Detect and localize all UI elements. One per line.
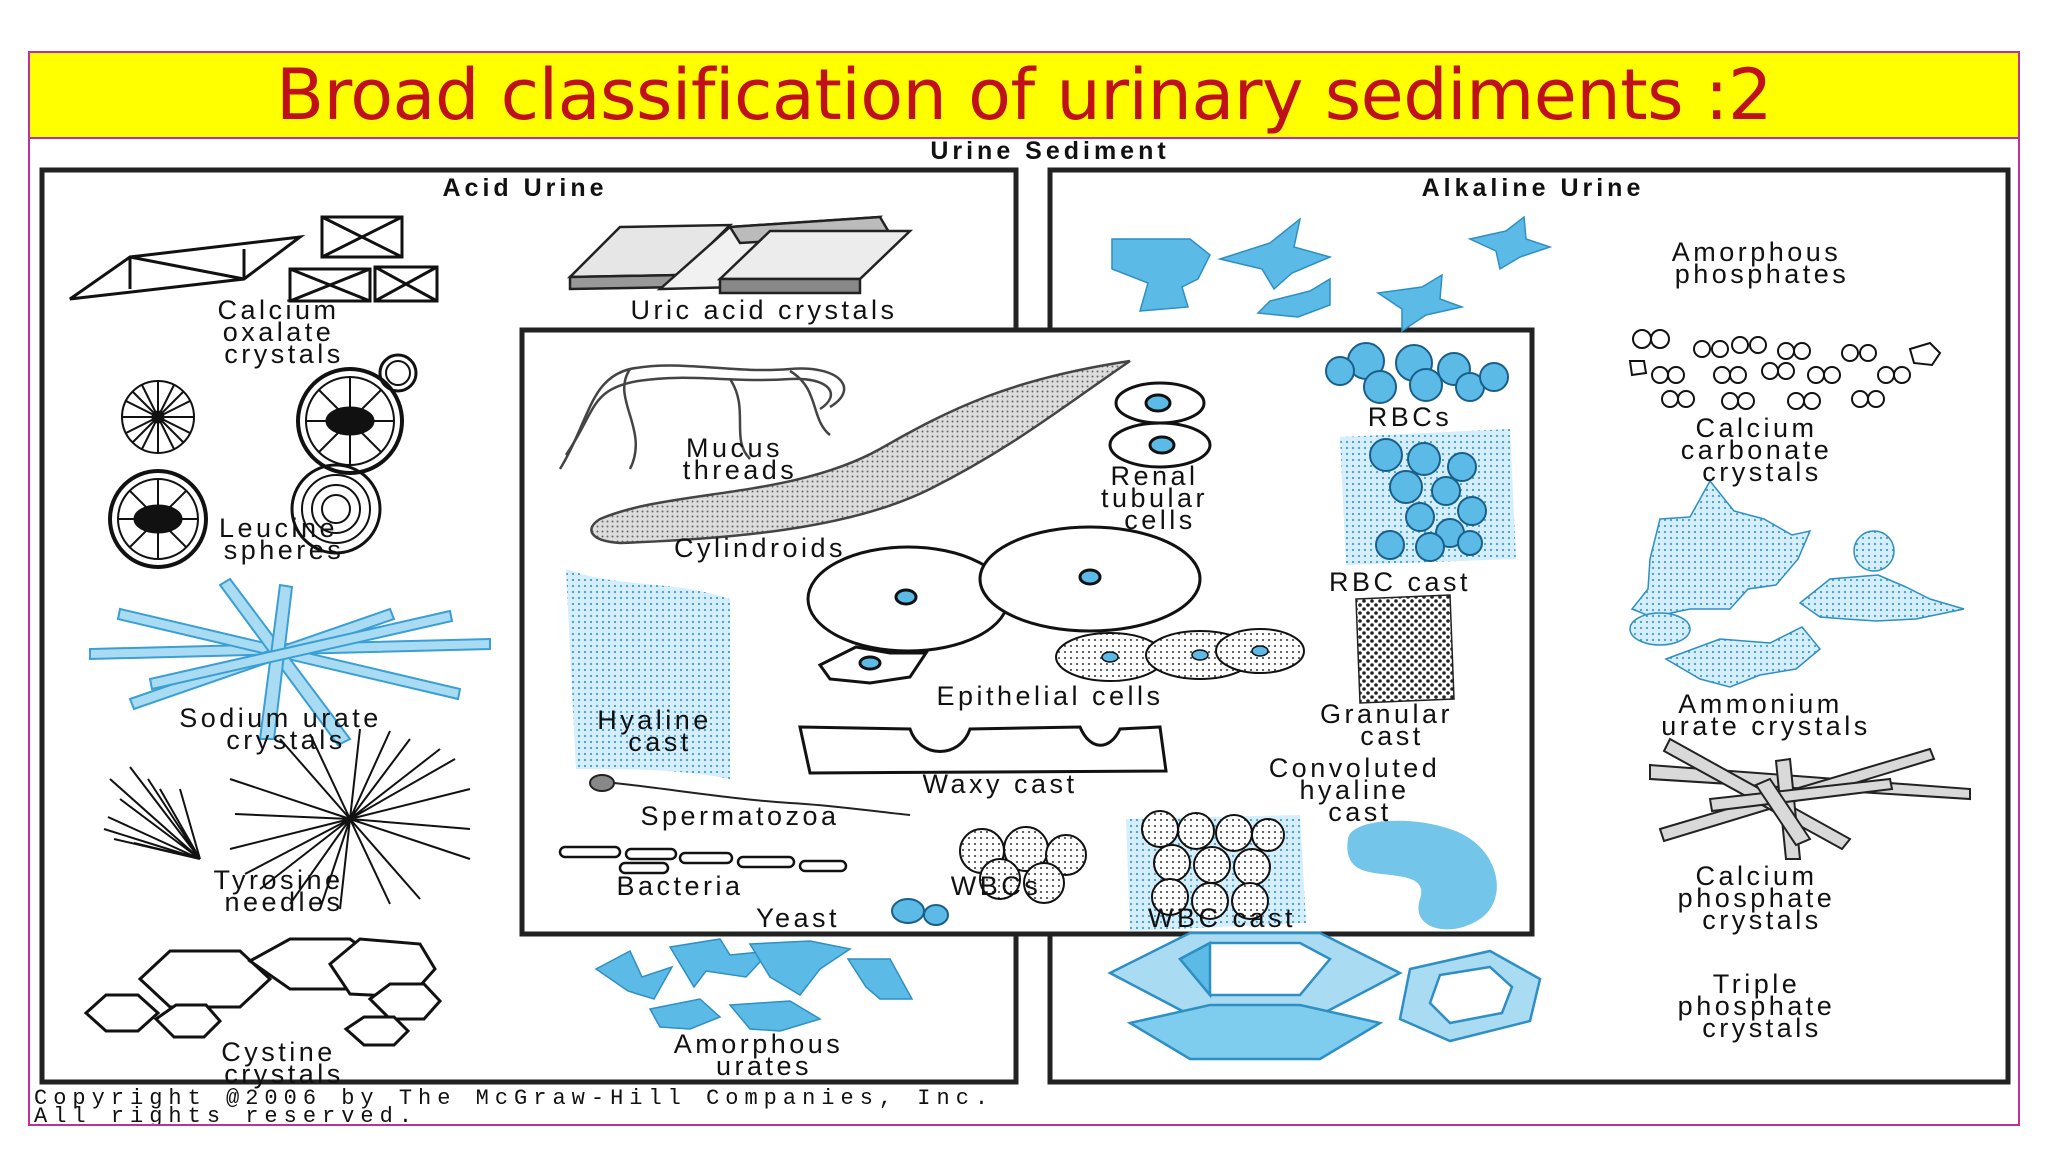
tyrosine-icon: [103, 728, 471, 910]
amorphous-urates-icon: [594, 938, 914, 1032]
bacteria-icon: [558, 845, 848, 875]
cystine-icon: [83, 937, 443, 1047]
yeast-icon: [891, 898, 949, 926]
granular-cast-icon: [1355, 594, 1455, 704]
calcium-carbonate-label: Calcium carbonate crystals: [1681, 413, 1844, 487]
spermatozoa-icon: [589, 774, 911, 816]
amorphous-phosphates-icon: [1111, 215, 1553, 333]
epithelial-cells-label: Epithelial cells: [936, 681, 1163, 711]
wbc-cast-icon: [1126, 810, 1306, 931]
granular-cast-label: Granular cast: [1320, 699, 1464, 751]
sodium-urate-icon: [89, 577, 491, 747]
calcium-phosphate-icon: [1649, 737, 1971, 860]
triple-phosphate-icon: [1107, 931, 1542, 1061]
slide-frame: [28, 51, 2020, 1126]
rbc-cast-label: RBC cast: [1329, 567, 1471, 597]
renal-tubular-icon: [1108, 381, 1212, 469]
uric-acid-label: Uric acid crystals: [630, 295, 897, 325]
tyrosine-label: Tyrosine needles: [213, 865, 354, 917]
epithelial-cells-icon: [806, 525, 1305, 685]
renal-tubular-label: Renal tubular cells: [1101, 461, 1219, 535]
cystine-label: Cystine crystals: [221, 1037, 347, 1089]
bacteria-label: Bacteria: [616, 871, 743, 901]
convoluted-hyaline-cast-icon: [1347, 820, 1497, 930]
calcium-phosphate-label: Calcium phosphate crystals: [1678, 861, 1847, 935]
cylindroids-icon: [590, 359, 1131, 545]
diagram-heading: Urine Sediment: [930, 139, 1169, 165]
hyaline-cast-label: Hyaline cast: [597, 705, 723, 757]
sodium-urate-label: Sodium urate crystals: [179, 703, 393, 755]
spermatozoa-label: Spermatozoa: [640, 801, 839, 831]
rbcs-label: RBCs: [1368, 402, 1453, 432]
uric-acid-icon: [566, 215, 914, 295]
rbcs-icon: [1325, 342, 1509, 404]
rbc-cast-icon: [1340, 429, 1516, 565]
cylindroids-label: Cylindroids: [674, 533, 846, 563]
waxy-cast-label: Waxy cast: [922, 769, 1077, 799]
triple-phosphate-label: Triple phosphate crystals: [1678, 969, 1847, 1043]
wbc-cast-label: WBC cast: [1148, 903, 1296, 933]
copyright-text: Copyright @2006 by The McGraw-Hill Compa…: [34, 1086, 1013, 1124]
wbcs-icon: [959, 826, 1087, 904]
leucine-label: Leucine spheres: [219, 513, 349, 565]
title-bar: Broad classification of urinary sediment…: [30, 53, 2018, 139]
slide-title: Broad classification of urinary sediment…: [275, 54, 1773, 136]
calcium-oxalate-label: Calcium oxalate crystals: [217, 295, 350, 369]
amorphous-phosphates-label: Amorphous phosphates: [1672, 237, 1853, 289]
mucus-threads-icon: [558, 364, 846, 470]
amorphous-urates-label: Amorphous urates: [674, 1029, 855, 1081]
hyaline-cast-icon: [566, 569, 730, 779]
waxy-cast-icon: [798, 725, 1168, 775]
ammonium-urate-icon: [1629, 479, 1965, 688]
ammonium-urate-label: Ammonium urate crystals: [1661, 689, 1871, 741]
leucine-icon: [108, 353, 418, 569]
alkaline-urine-heading: Alkaline Urine: [1422, 174, 1645, 202]
wbcs-label: WBCs: [951, 871, 1042, 901]
urine-sediment-diagram: Urine Sediment Acid Urine Alkaline Urine: [34, 139, 2011, 1124]
acid-urine-heading: Acid Urine: [442, 174, 607, 202]
calcium-oxalate-icon: [69, 215, 439, 303]
yeast-label: Yeast: [756, 903, 840, 933]
calcium-carbonate-icon: [1628, 329, 1942, 410]
convoluted-hyaline-cast-label: Convoluted hyaline cast: [1269, 753, 1452, 827]
mucus-threads-label: Mucus threads: [683, 433, 798, 485]
